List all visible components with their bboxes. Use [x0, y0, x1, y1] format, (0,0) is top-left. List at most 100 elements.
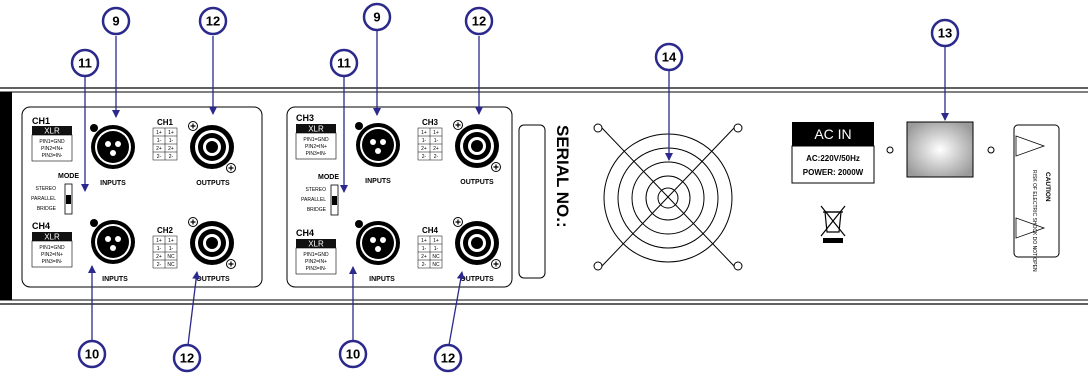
mode-option: PARALLEL	[31, 196, 56, 202]
weee-bin-icon	[820, 205, 846, 243]
xlr-pin-text: PIN3=IN-	[42, 153, 63, 159]
xlr-pin-text: PIN2=IN+	[41, 146, 63, 152]
xlr-title: XLR	[308, 125, 324, 134]
mode-option: PARALLEL	[301, 197, 326, 203]
svg-text:1-: 1-	[422, 138, 427, 144]
svg-text:NC: NC	[432, 254, 440, 260]
inputs-label: INPUTS	[102, 276, 128, 283]
svg-text:1-: 1-	[157, 246, 162, 252]
channel-label: CH4	[296, 228, 314, 238]
speakon-channel-label: CH4	[422, 226, 439, 235]
svg-text:1+: 1+	[156, 130, 162, 136]
svg-text:2+: 2+	[421, 254, 427, 260]
svg-text:2-: 2-	[169, 154, 174, 160]
xlr-title: XLR	[44, 233, 60, 242]
inputs-label: INPUTS	[100, 180, 126, 187]
svg-text:14: 14	[662, 50, 677, 65]
svg-text:12: 12	[206, 14, 220, 29]
xlr-pin-text: PIN2=IN+	[305, 259, 327, 265]
svg-text:1+: 1+	[433, 238, 439, 244]
svg-text:12: 12	[441, 351, 455, 366]
mode-option: BRIDGE	[37, 206, 57, 212]
speakon-output-connector	[453, 120, 501, 172]
channel-label: CH4	[32, 221, 50, 231]
svg-text:11: 11	[337, 56, 351, 71]
callout-9: 9	[101, 6, 131, 36]
xlr-pin-text: PIN2=IN+	[305, 144, 327, 150]
rack-ear	[0, 92, 12, 300]
serial-area: SERIAL NO.:	[518, 124, 572, 279]
xlr-pin-text: PIN1=GND	[39, 139, 65, 145]
svg-text:2-: 2-	[157, 154, 162, 160]
outputs-label: OUTPUTS	[460, 179, 494, 186]
speakon-channel-label: CH2	[157, 226, 174, 235]
xlr-pin-text: PIN3=IN-	[306, 151, 327, 157]
xlr-pin-text: PIN1=GND	[303, 252, 329, 258]
callout-lines	[81, 30, 949, 346]
mode-option: BRIDGE	[307, 207, 327, 213]
mode-title: MODE	[318, 174, 339, 181]
speakon-output-connector	[188, 217, 236, 269]
svg-text:2-: 2-	[434, 154, 439, 160]
svg-text:NC: NC	[167, 262, 175, 268]
mode-option: STEREO	[305, 187, 326, 193]
callout-13: 13	[930, 18, 960, 48]
xlr-title: XLR	[44, 127, 60, 136]
outputs-label: OUTPUTS	[196, 276, 230, 283]
svg-text:1-: 1-	[422, 246, 427, 252]
svg-text:1+: 1+	[168, 130, 174, 136]
mode-title: MODE	[58, 173, 79, 180]
svg-text:1-: 1-	[157, 138, 162, 144]
svg-text:1-: 1-	[434, 138, 439, 144]
svg-text:NC: NC	[167, 254, 175, 260]
svg-text:NC: NC	[432, 262, 440, 268]
power-inlet	[886, 121, 995, 178]
inputs-label: INPUTS	[365, 178, 391, 185]
xlr-title-box	[32, 126, 72, 135]
channel-block-1: CH1 XLR PIN1=GND PIN2=IN+ PIN3=IN- MODE …	[21, 106, 263, 288]
callout-12: 12	[198, 6, 228, 36]
callout-11: 11	[70, 48, 100, 78]
ac-voltage: AC:220V/50Hz	[806, 154, 860, 163]
xlr-pin-text: PIN1=GND	[39, 245, 65, 251]
callout-10: 10	[338, 339, 368, 369]
xlr-pin-text: PIN3=IN-	[42, 259, 63, 265]
channel-block-2: CH3 XLR PIN1=GND PIN2=IN+ PIN3=IN- MODE …	[286, 106, 513, 288]
speakon-output-connector	[453, 217, 501, 269]
callout-11: 11	[329, 48, 359, 78]
caution-label: CAUTION RISK OF ELECTRIC SHOCK DO NOT OP…	[1013, 124, 1060, 272]
speakon-channel-label: CH1	[157, 118, 174, 127]
speakon-output-connector	[188, 121, 236, 173]
callout-9: 9	[362, 2, 392, 32]
xlr-pin-text: PIN3=IN-	[306, 266, 327, 272]
mode-option: STEREO	[35, 186, 56, 192]
xlr-pin-text: PIN1=GND	[303, 137, 329, 143]
svg-text:2+: 2+	[168, 146, 174, 152]
xlr-input-connector	[90, 219, 135, 264]
callout-12: 12	[464, 6, 494, 36]
pin-table: 1+ 1+ 1- 1- 2+ 2+ 2- 2-	[417, 127, 443, 161]
callout-12: 12	[172, 343, 202, 373]
svg-text:12: 12	[472, 14, 486, 29]
svg-text:2+: 2+	[421, 146, 427, 152]
outputs-label: OUTPUTS	[460, 276, 494, 283]
svg-text:9: 9	[112, 14, 119, 29]
ac-power: POWER: 2000W	[803, 168, 864, 177]
svg-text:1+: 1+	[156, 238, 162, 244]
svg-text:13: 13	[938, 26, 952, 41]
svg-text:2+: 2+	[156, 254, 162, 260]
svg-text:12: 12	[180, 351, 194, 366]
pin-table: 1+ 1+ 1- 1- 2+ NC 2- NC	[417, 235, 443, 269]
xlr-input-connector	[90, 124, 135, 169]
svg-text:10: 10	[85, 347, 99, 362]
svg-text:11: 11	[78, 56, 92, 71]
svg-text:2+: 2+	[433, 146, 439, 152]
svg-text:2-: 2-	[422, 262, 427, 268]
caution-title: CAUTION	[1044, 172, 1051, 202]
callout-12: 12	[433, 343, 463, 373]
svg-text:1+: 1+	[421, 238, 427, 244]
pin-table: 1+ 1+ 1- 1- 2+ 2+ 2- 2-	[152, 127, 178, 161]
inputs-label: INPUTS	[369, 276, 395, 283]
fan-grille	[593, 123, 743, 271]
